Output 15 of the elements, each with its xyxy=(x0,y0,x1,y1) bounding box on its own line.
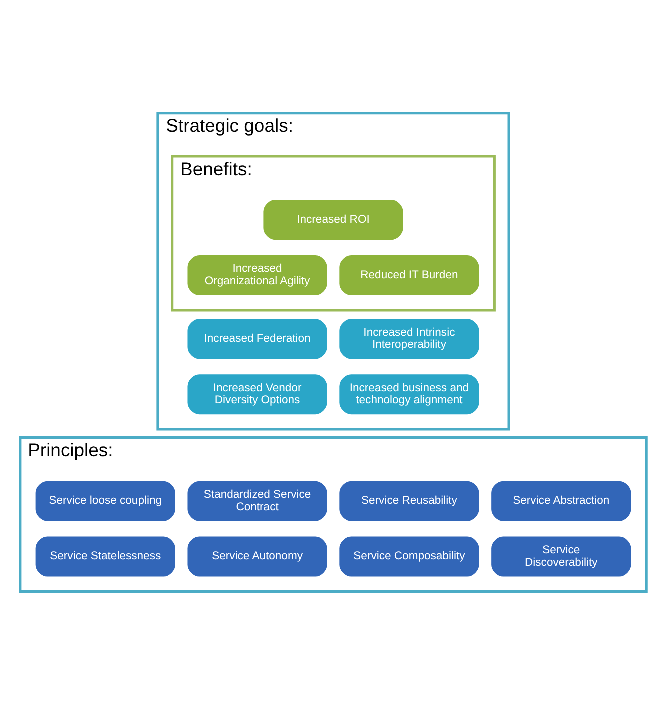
node-box: Service Reusability xyxy=(338,480,480,522)
node-box: Service loose coupling xyxy=(34,480,176,522)
node-box: Increased ROI xyxy=(262,198,404,241)
node-box: Increased Federation xyxy=(186,318,328,360)
node-box: Standardized Service Contract xyxy=(186,480,328,522)
node-box: Service Statelessness xyxy=(34,535,176,578)
node-box: Service Abstraction xyxy=(490,480,632,522)
node-box: Increased business and technology alignment xyxy=(338,373,480,416)
node-box: Increased Vendor Diversity Options xyxy=(186,373,328,416)
node-box: Increased Organizational Agility xyxy=(186,254,328,296)
node-box: Increased Intrinsic Interoperability xyxy=(338,318,480,360)
node-box: Service Autonomy xyxy=(186,535,328,578)
node-box: Reduced IT Burden xyxy=(338,254,480,296)
node-box: Service Composability xyxy=(338,535,480,578)
node-box: Service Discoverability xyxy=(490,535,632,578)
